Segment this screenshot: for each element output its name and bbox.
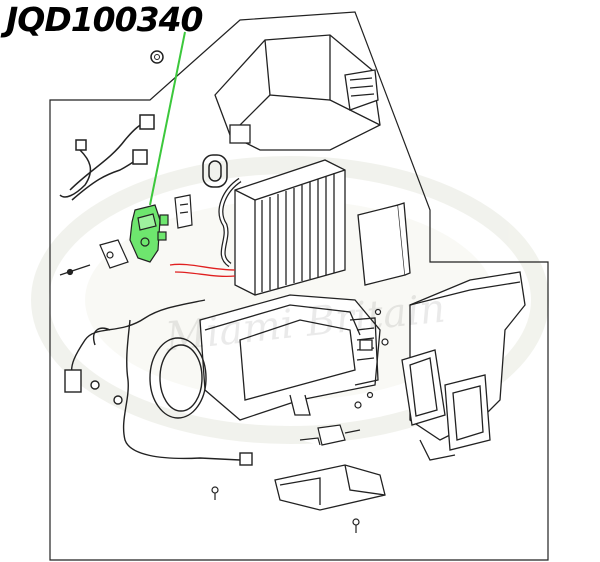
diagram-boundary — [49, 11, 549, 561]
gasket-ring — [202, 154, 228, 188]
nut-top — [150, 50, 164, 64]
wiring-harness-upper — [59, 114, 155, 201]
air-duct-right — [401, 271, 526, 461]
part-number-title: JQD100340 — [6, 0, 203, 39]
blower-housing-top — [214, 34, 381, 151]
connector-module — [299, 424, 361, 446]
mounting-bracket-left — [59, 239, 129, 276]
filter-panel — [357, 202, 411, 286]
red-wires — [169, 263, 236, 278]
duct-ring — [149, 337, 207, 419]
evaporator-core — [218, 159, 346, 296]
leader-line — [149, 31, 186, 206]
wiring-harness-lower — [64, 299, 253, 466]
screw-parts — [211, 308, 389, 533]
lower-bracket — [274, 464, 386, 511]
highlighted-part — [129, 204, 169, 263]
clip-part — [174, 194, 193, 229]
heater-case — [199, 294, 381, 421]
